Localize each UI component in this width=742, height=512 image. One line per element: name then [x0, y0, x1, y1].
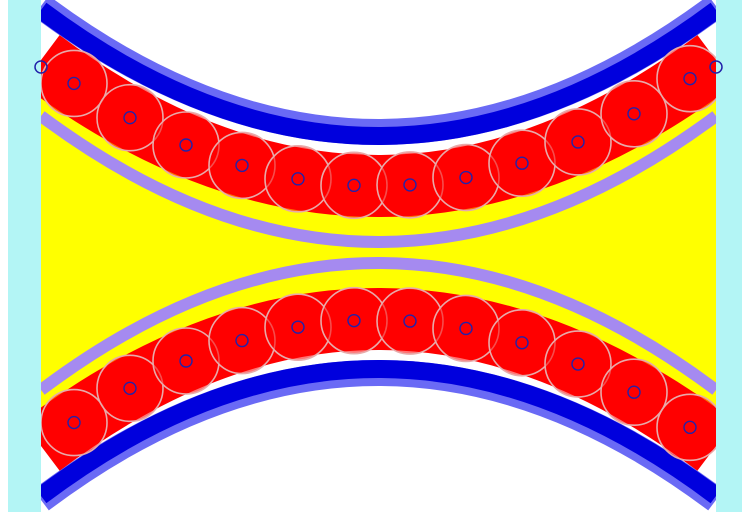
top-cell [657, 46, 723, 112]
right-wall [716, 0, 742, 512]
bottom-cell [433, 295, 499, 361]
top-cell [41, 50, 107, 116]
bottom-cell [41, 390, 107, 456]
bottom-cell [209, 308, 275, 374]
bottom-cell [657, 394, 723, 460]
top-cell [433, 145, 499, 211]
bottom-cell [601, 359, 667, 425]
top-cell [601, 81, 667, 147]
top-cell [209, 132, 275, 198]
left-wall [8, 0, 41, 512]
